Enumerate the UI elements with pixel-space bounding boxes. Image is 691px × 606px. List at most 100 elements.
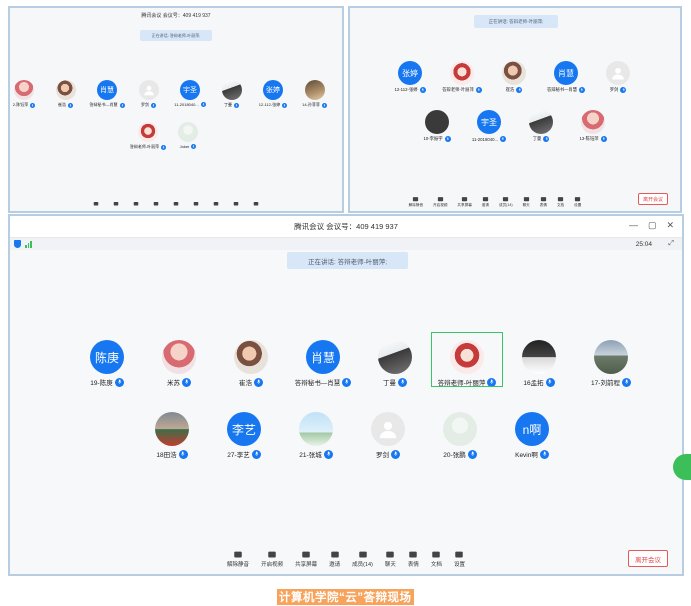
participant-tile[interactable]: 14-孙菲菲: [294, 80, 336, 108]
participant-tile[interactable]: 17-刘前程: [575, 340, 647, 387]
avatar-initials: 宇圣: [481, 117, 497, 127]
leave-meeting-button[interactable]: 离开会议: [628, 550, 668, 567]
participant-avatar: 肖慧: [306, 340, 340, 374]
participant-name: 14-孙菲菲: [302, 102, 320, 107]
toolbar-button-chat[interactable]: 聊天: [385, 550, 396, 568]
participant-name: 罗剑: [609, 87, 619, 92]
toolbar-button-document[interactable]: 文档: [431, 550, 442, 568]
invite-icon: [153, 201, 159, 207]
toolbar-label: 解除静音: [408, 203, 424, 207]
toolbar-button-mic-off[interactable]: 解除静音: [227, 550, 249, 568]
participant-tile[interactable]: 罗剑: [352, 412, 424, 459]
participant-name: 答辩秘书—肖慧: [89, 102, 118, 107]
mic-status-icon: [254, 377, 263, 387]
participant-tile[interactable]: 2-陈钰萍: [10, 80, 45, 108]
toolbar-button-screen-share[interactable]: [133, 201, 139, 207]
participant-tile[interactable]: 答辩老师-叶丽萍: [436, 61, 488, 93]
participant-tile[interactable]: 13-陈钰萍: [567, 110, 619, 142]
participant-tile[interactable]: 21-张城: [280, 412, 352, 459]
invite-icon: [482, 196, 489, 203]
toolbar-button-document[interactable]: [233, 201, 239, 207]
participant-tile[interactable]: 肖慧答辩秘书—肖慧: [287, 340, 359, 387]
minimize-icon[interactable]: —: [628, 220, 638, 230]
toolbar-label: 共享屏幕: [295, 562, 318, 568]
toolbar-button-settings[interactable]: [253, 201, 259, 207]
floating-side-button[interactable]: [673, 454, 691, 480]
participant-tile[interactable]: 20-张鹏: [424, 412, 496, 459]
mic-status-icon: [321, 102, 327, 108]
screen-share-icon: [301, 550, 311, 560]
close-icon[interactable]: ✕: [666, 220, 674, 230]
participant-tile[interactable]: 丁曼: [359, 340, 431, 387]
participant-avatar: [450, 340, 484, 374]
mic-off-icon: [412, 196, 419, 203]
participant-tile[interactable]: 肖慧答辩秘书—肖慧: [86, 80, 128, 108]
toolbar-button-document[interactable]: 文档: [557, 196, 564, 208]
participant-avatar: [178, 122, 198, 142]
toolbar-button-screen-share[interactable]: 共享屏幕: [457, 196, 472, 208]
participant-name: 答辩老师-叶丽萍: [437, 380, 486, 387]
active-speaker-highlight: [431, 332, 503, 387]
chat-icon: [193, 201, 199, 207]
participant-avatar: [378, 340, 412, 374]
participant-tile[interactable]: 米苏: [143, 340, 215, 387]
toolbar-button-invite[interactable]: 邀请: [329, 550, 340, 568]
participant-tile[interactable]: 罗剑: [592, 61, 644, 93]
toolbar-button-members[interactable]: 成员(14): [499, 196, 513, 208]
participant-tile[interactable]: 丁曼: [211, 80, 253, 108]
toolbar-button-members[interactable]: 成员(14): [352, 550, 373, 568]
participant-tile[interactable]: 答辩老师-叶丽萍: [127, 122, 169, 150]
participant-avatar: [55, 80, 76, 100]
participant-name: 17-刘前程: [591, 380, 620, 387]
participant-tile[interactable]: Joker: [167, 122, 209, 149]
participant-tile[interactable]: 崔浩: [215, 340, 287, 387]
mic-status-icon: [114, 377, 124, 387]
toolbar-button-mic-off[interactable]: [93, 201, 99, 207]
leave-meeting-button[interactable]: 离开会议: [638, 193, 668, 205]
participant-avatar: [443, 412, 477, 446]
participant-tile[interactable]: 18田浩: [136, 412, 208, 459]
toolbar-button-screen-share[interactable]: 共享屏幕: [295, 550, 317, 568]
mic-status-icon: [119, 102, 125, 108]
participant-tile[interactable]: 丁曼: [515, 110, 567, 142]
mic-status-icon: [398, 377, 407, 387]
toolbar-button-settings[interactable]: 设置: [454, 550, 465, 568]
toolbar-button-video-off[interactable]: [113, 201, 119, 207]
toolbar-button-chat[interactable]: [193, 201, 199, 207]
toolbar-button-emoji[interactable]: [213, 201, 219, 207]
toolbar-button-members[interactable]: [173, 201, 179, 207]
toolbar-button-invite[interactable]: 邀请: [482, 196, 489, 208]
maximize-icon[interactable]: ▢: [647, 220, 657, 230]
participant-avatar: [162, 340, 196, 374]
toolbar-label: 成员(14): [352, 562, 373, 568]
toolbar-button-video-off[interactable]: 开启视频: [261, 550, 283, 568]
participant-tile[interactable]: 答辩老师-叶丽萍: [431, 340, 503, 387]
participant-tile[interactable]: 16孟拓: [503, 340, 575, 387]
participant-tile[interactable]: 罗剑: [128, 80, 170, 108]
speaking-indicator: 正在讲话: 答辩老师-叶丽萍;: [287, 252, 408, 269]
mic-status-icon: [30, 102, 36, 108]
toolbar-label: 解除静音: [227, 562, 250, 568]
avatar-initials: n啊: [522, 422, 542, 437]
toolbar-button-mic-off[interactable]: 解除静音: [409, 196, 423, 208]
toolbar-button-chat[interactable]: 聊天: [523, 196, 530, 208]
participant-tile[interactable]: 崔浩: [45, 80, 87, 108]
participant-name: 18田浩: [156, 452, 177, 459]
participant-tile[interactable]: 肖慧答辩秘书—肖慧: [540, 61, 592, 93]
toolbar-button-video-off[interactable]: 开启视频: [433, 196, 447, 208]
participant-avatar: [304, 80, 325, 100]
toolbar-button-emoji[interactable]: 表情: [408, 550, 419, 568]
toolbar-button-emoji[interactable]: 表情: [540, 196, 547, 208]
participant-tile[interactable]: 10-李振宇: [411, 110, 463, 142]
toolbar-button-settings[interactable]: 设置: [574, 196, 581, 208]
toolbar-button-invite[interactable]: [153, 201, 159, 207]
participant-tile[interactable]: 崔浩: [488, 61, 540, 93]
fullscreen-icon[interactable]: ⤢: [668, 240, 674, 247]
